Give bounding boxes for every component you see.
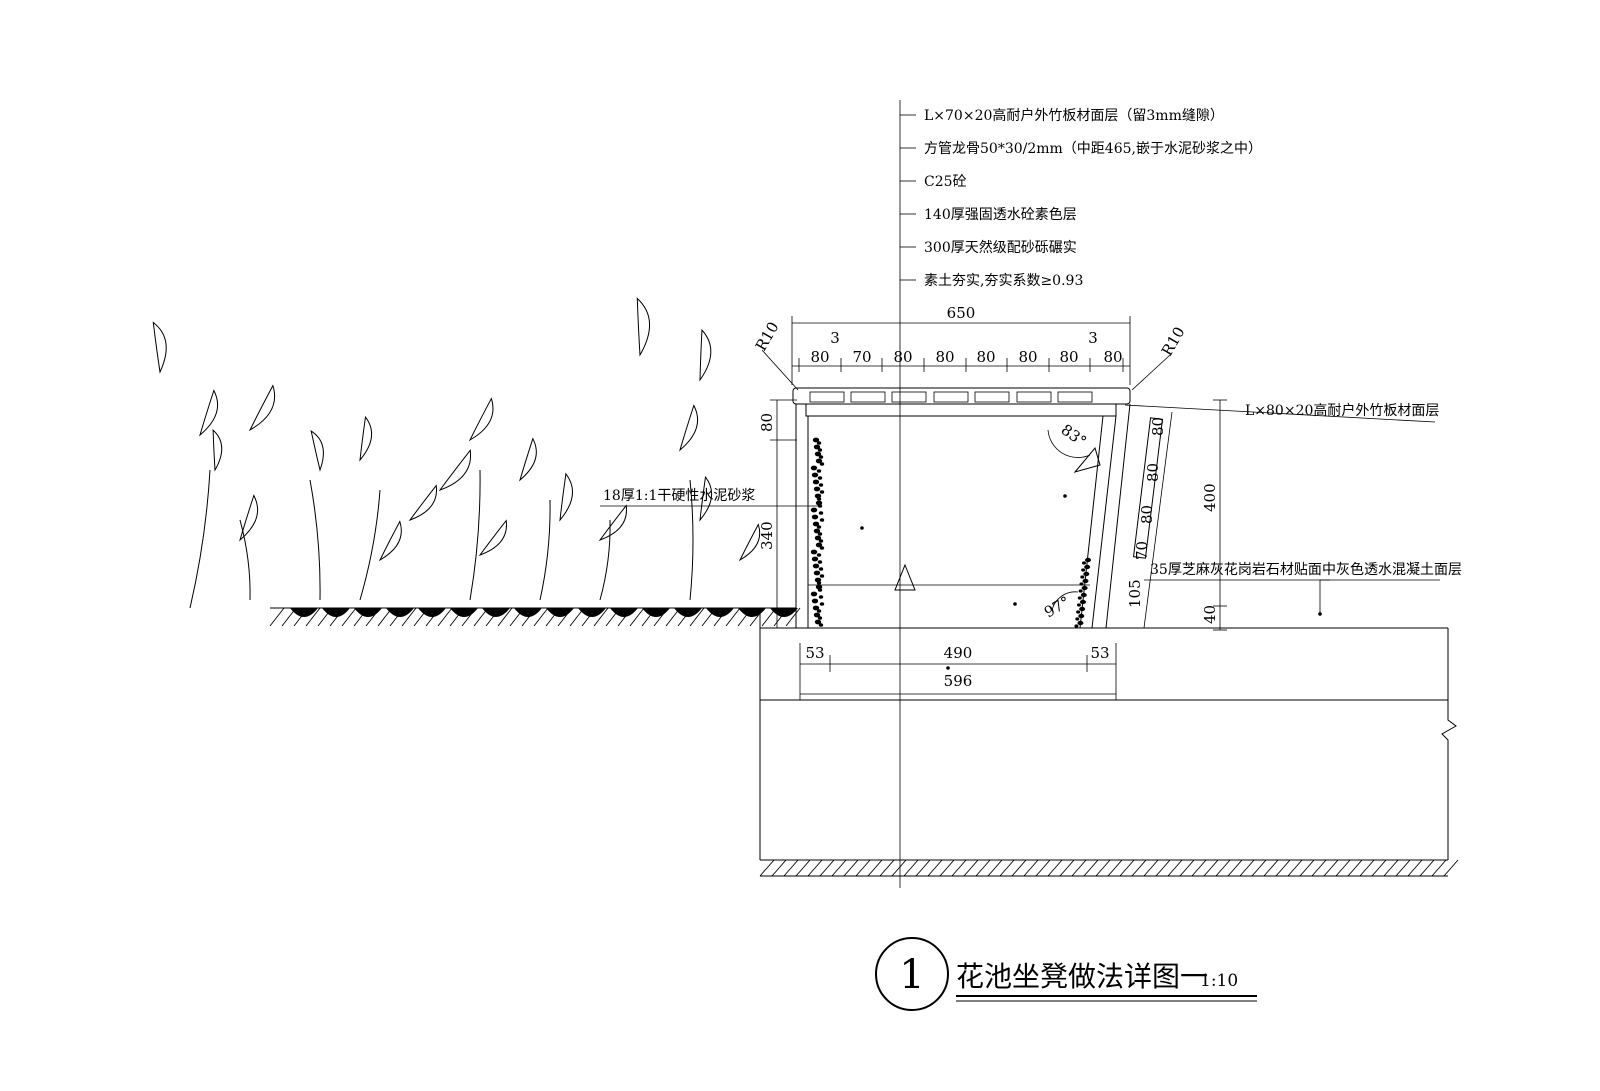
- seat-top: [792, 387, 1131, 417]
- dim-back-slat-3: 80: [1138, 505, 1156, 524]
- angle-bottom-label: 97°: [1041, 593, 1073, 622]
- paving-label: 中灰色透水混凝土面层: [1322, 561, 1462, 578]
- layer-note-5: 300厚天然级配砂砾碾实: [924, 239, 1077, 256]
- radius-left-label: R10: [752, 319, 783, 354]
- dim-slat-3: 80: [893, 348, 912, 366]
- dim-slat-6: 80: [1018, 348, 1037, 366]
- layer-note-4: 140厚强固透水砼素色层: [924, 206, 1077, 223]
- title-block: 1 花池坐凳做法详图一 1:10: [875, 937, 1257, 1011]
- dim-left-height: 340: [758, 521, 776, 550]
- layer-note-6: 素土夯实,夯实系数≥0.93: [924, 273, 1083, 289]
- dim-gap-left: 3: [830, 329, 840, 347]
- dim-gap-right: 3: [1088, 329, 1098, 347]
- right-dimensions: L×80×20高耐户外竹板材面层 400 40 80 80 80 70 105 …: [1124, 399, 1462, 631]
- dim-base-mid: 490: [944, 644, 973, 662]
- dim-base-left: 53: [805, 644, 824, 662]
- layer-note-3: C25砼: [924, 174, 967, 190]
- radius-right-label: R10: [1158, 324, 1189, 359]
- plant-illustration: [152, 297, 761, 609]
- dim-overall-width: 650: [947, 304, 976, 322]
- drawing-title: 花池坐凳做法详图一: [956, 960, 1208, 993]
- dim-base-right: 53: [1090, 644, 1109, 662]
- drawing-scale: 1:10: [1200, 971, 1238, 991]
- detail-number-circle: [875, 937, 949, 1011]
- dim-slat-8: 80: [1103, 348, 1122, 366]
- dim-slat-4: 80: [935, 348, 954, 366]
- top-dimensions: 650 3 3 80 70 80 80 80 80 80 80 R10 R10: [752, 304, 1189, 391]
- dim-base-total: 596: [944, 672, 973, 690]
- layer-note-1: L×70×20高耐户外竹板材面层（留3mm缝隙）: [924, 107, 1224, 124]
- dim-slat-1: 80: [810, 348, 829, 366]
- dim-slat-2: 70: [852, 348, 871, 366]
- angle-top-label: 83°: [1058, 421, 1090, 451]
- dim-back-bottom: 105: [1126, 579, 1144, 608]
- dim-slat-7: 80: [1059, 348, 1078, 366]
- mortar-label: 18厚1:1干硬性水泥砂浆: [603, 488, 755, 504]
- left-dimensions: 80 340 18厚1:1干硬性水泥砂浆: [600, 399, 822, 629]
- layer-note-2: 方管龙骨50*30/2mm（中距465,嵌于水泥砂浆之中）: [924, 141, 1262, 157]
- dim-back-slat-2: 80: [1144, 463, 1162, 482]
- dim-curb: 40: [1201, 605, 1219, 624]
- dim-back-slat-1: 80: [1149, 417, 1167, 436]
- base-dimensions: 53 490 53 596: [799, 643, 1117, 700]
- dim-left-top: 80: [758, 413, 776, 432]
- layer-notes: L×70×20高耐户外竹板材面层（留3mm缝隙） 方管龙骨50*30/2mm（中…: [900, 107, 1262, 289]
- back-panel-label: L×80×20高耐户外竹板材面层: [1245, 402, 1439, 419]
- granite-label: 35厚芝麻灰花岗岩石材贴面: [1150, 562, 1322, 578]
- bench-body: 83° 97°: [795, 403, 1164, 670]
- dim-back-slat-4: 70: [1133, 541, 1151, 560]
- dim-slat-5: 80: [976, 348, 995, 366]
- detail-number: 1: [899, 952, 924, 998]
- ground-base: [269, 607, 1459, 877]
- dim-total-height: 400: [1201, 483, 1219, 512]
